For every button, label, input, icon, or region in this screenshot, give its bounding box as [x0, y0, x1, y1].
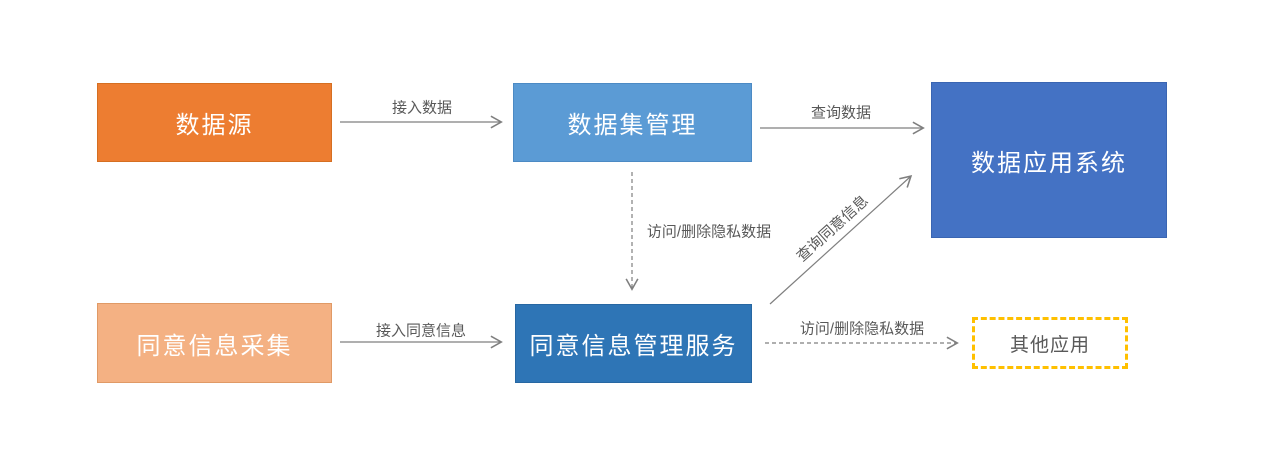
edge-label-access-delete-private-data-bottom: 访问/删除隐私数据 — [799, 320, 925, 338]
node-dataset-management: 数据集管理 — [513, 83, 752, 162]
node-consent-info-management-service: 同意信息管理服务 — [515, 304, 752, 383]
node-data-source-label: 数据源 — [175, 112, 254, 139]
edge-label-access-consent-info: 接入同意信息 — [375, 322, 467, 340]
node-data-source: 数据源 — [97, 83, 332, 162]
node-other-applications: 其他应用 — [972, 317, 1128, 369]
edge-query-consent-info — [769, 175, 913, 305]
node-data-application-system-label: 数据应用系统 — [971, 149, 1127, 177]
edge-label-query-data: 查询数据 — [810, 104, 872, 122]
node-other-applications-label: 其他应用 — [1009, 334, 1090, 356]
node-dataset-management-label: 数据集管理 — [567, 112, 698, 139]
node-data-application-system: 数据应用系统 — [931, 82, 1167, 238]
edge-label-access-data: 接入数据 — [391, 99, 453, 117]
node-consent-info-collection-label: 同意信息采集 — [136, 332, 293, 360]
edge-label-access-delete-private-data-top: 访问/删除隐私数据 — [646, 223, 772, 241]
node-consent-info-collection: 同意信息采集 — [97, 303, 332, 383]
edge-label-query-consent-info: 查询同意信息 — [793, 192, 872, 266]
node-consent-info-management-service-label: 同意信息管理服务 — [529, 333, 738, 360]
